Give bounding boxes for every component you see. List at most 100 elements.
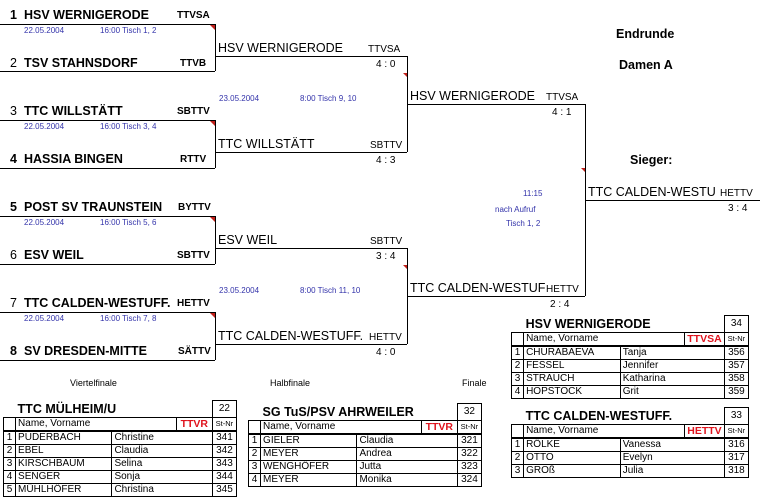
sf2-b-name: TTC CALDEN-WESTUFF. [218, 329, 364, 343]
final-note: nach Aufruf [495, 205, 536, 214]
column-header-st-nr: St-Nr [723, 332, 750, 347]
final-b-score: 2 : 4 [550, 299, 570, 310]
qf4-b-assoc: SÄTTV [178, 346, 211, 357]
final-b-assoc: HETTV [546, 284, 579, 295]
bracket-line [215, 152, 407, 153]
qf4-time: 16:00 Tisch 7, 8 [100, 314, 157, 323]
qf1-b-name: TSV STAHNSDORF [24, 56, 138, 70]
player-index: 2 [247, 447, 262, 461]
player-last-name: STRAUCH [523, 372, 621, 386]
player-last-name: WENGHÖFER [260, 460, 358, 474]
team-association: TTVSA [684, 332, 725, 347]
sf1-b-name: TTC WILLSTÄTT [218, 137, 315, 151]
player-st-nr: 316 [723, 437, 750, 452]
bracket-line [407, 104, 585, 105]
comment-marker-icon [210, 313, 215, 318]
bracket-line [0, 264, 215, 265]
winner-name: TTC CALDEN-WESTU [588, 185, 716, 199]
bracket-line [585, 200, 760, 201]
column-header-st-nr: St-Nr [723, 424, 750, 439]
sf2-a-assoc: SBTTV [370, 236, 403, 247]
comment-marker-icon [210, 121, 215, 126]
player-first-name: Katharina [619, 372, 725, 386]
sf1-b-score: 4 : 3 [376, 155, 396, 166]
qf4-b-seed: 8 [10, 344, 17, 358]
bracket-line [0, 71, 215, 72]
player-st-nr: 344 [211, 470, 238, 484]
bracket-line [0, 312, 215, 313]
team-name: TTC CALDEN-WESTUFF. [525, 408, 673, 423]
sf2-date: 23.05.2004 [219, 286, 260, 295]
team-number: 22 [211, 400, 238, 418]
player-index: 3 [2, 457, 17, 471]
column-header-st-nr: St-Nr [211, 417, 238, 432]
player-last-name: MEYER [260, 447, 358, 461]
player-st-nr: 342 [211, 444, 238, 458]
qf2-a-seed: 3 [10, 104, 17, 118]
column-header-name: Name, Vorname [260, 420, 422, 435]
qf4-date: 22.05.2004 [24, 314, 65, 323]
player-first-name: Jennifer [619, 359, 725, 373]
player-index: 3 [510, 464, 525, 478]
final-a-score: 4 : 1 [552, 107, 572, 118]
qf4-b-name: SV DRESDEN-MITTE [24, 344, 147, 358]
player-last-name: SENGER [15, 470, 113, 484]
qf3-date: 22.05.2004 [24, 218, 65, 227]
sf1-time: 8:00 Tisch 9, 10 [300, 94, 357, 103]
bracket-line [215, 248, 407, 249]
player-first-name: Claudia [356, 433, 458, 448]
sf1-a-name: HSV WERNIGERODE [218, 41, 344, 55]
player-st-nr: 324 [456, 473, 483, 487]
team-association: HETTV [684, 424, 725, 439]
sf1-a-assoc: TTVSA [368, 44, 401, 55]
player-first-name: Claudia [111, 444, 213, 458]
player-st-nr: 359 [723, 385, 750, 399]
player-index: 1 [247, 433, 262, 448]
qf2-b-seed: 4 [10, 152, 17, 166]
sf1-a-score: 4 : 0 [376, 59, 396, 70]
player-last-name: FESSEL [523, 359, 621, 373]
bracket-line [0, 120, 215, 121]
comment-marker-icon [403, 73, 408, 78]
player-index: 2 [510, 451, 525, 465]
player-st-nr: 317 [723, 451, 750, 465]
qf2-a-name: TTC WILLSTÄTT [24, 104, 123, 118]
player-last-name: MÜHLHÖFER [15, 483, 113, 497]
team-number: 33 [723, 407, 750, 425]
qf2-date: 22.05.2004 [24, 122, 65, 131]
qf1-a-name: HSV WERNIGERODE [24, 8, 150, 22]
player-last-name: GROß [523, 464, 621, 478]
comment-marker-icon [581, 168, 586, 173]
qf3-time: 16:00 Tisch 5, 6 [100, 218, 157, 227]
qf2-time: 16:00 Tisch 3, 4 [100, 122, 157, 131]
player-st-nr: 358 [723, 372, 750, 386]
player-index: 1 [510, 345, 525, 360]
player-first-name: Christina [111, 483, 213, 497]
title-damen-a: Damen A [619, 58, 673, 72]
qf2-a-assoc: SBTTV [177, 106, 210, 117]
final-time: 11:15 [523, 189, 543, 198]
team-association: TTVR [420, 420, 458, 435]
player-st-nr: 357 [723, 359, 750, 373]
player-index: 5 [2, 483, 17, 497]
player-last-name: OTTO [523, 451, 621, 465]
player-last-name: KIRSCHBAUM [15, 457, 113, 471]
qf1-a-assoc: TTVSA [177, 10, 210, 21]
winner-score: 3 : 4 [728, 203, 748, 214]
bracket-line [215, 120, 216, 168]
player-first-name: Jutta [356, 460, 458, 474]
qf1-b-assoc: TTVB [180, 58, 207, 69]
bracket-line [407, 296, 585, 297]
